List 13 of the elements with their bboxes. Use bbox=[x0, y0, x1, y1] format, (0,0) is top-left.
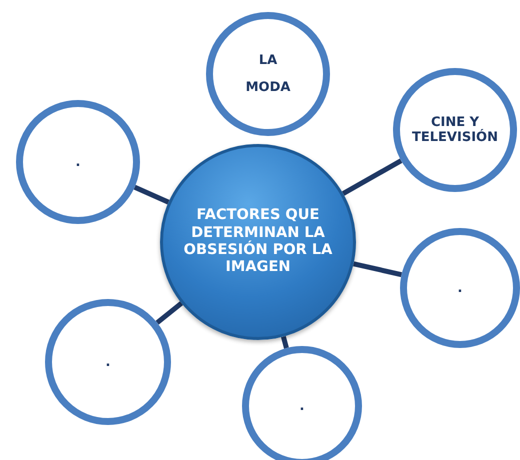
circle-label: . bbox=[106, 354, 110, 370]
circle-label: FACTORES QUE DETERMINAN LA OBSESIÓN POR LA IMAGEN bbox=[182, 207, 334, 277]
connector-line bbox=[280, 336, 289, 349]
connector-line bbox=[342, 158, 402, 196]
circle-label: . bbox=[458, 280, 462, 296]
circle-label: . bbox=[300, 398, 304, 414]
circle-label: CINE Y TELEVISIÓN bbox=[411, 115, 499, 145]
circle-label: MODA bbox=[246, 80, 290, 95]
circle-label: LA bbox=[258, 53, 278, 68]
circle-label: . bbox=[76, 154, 80, 170]
connector-line bbox=[134, 184, 170, 204]
connector-line bbox=[156, 301, 184, 325]
connector-line bbox=[353, 261, 402, 278]
